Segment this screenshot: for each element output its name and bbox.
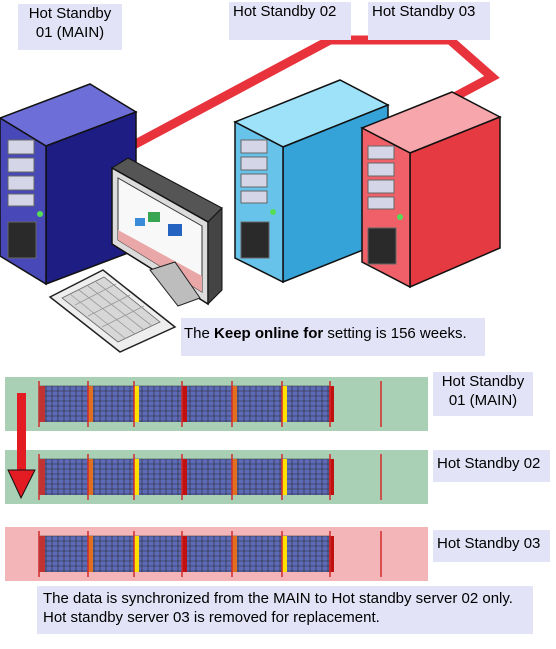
row-label-main: Hot Standby 01 (MAIN) [433,372,533,416]
server-main-label: Hot Standby 01 (MAIN) [18,4,122,50]
period-marker [282,536,287,572]
retention-caption: The Keep online for setting is 156 weeks… [181,318,485,356]
period-marker [232,536,237,572]
period-marker [329,386,334,422]
sync-note: The data is synchronized from the MAIN t… [37,586,533,634]
period-marker [182,536,187,572]
period-marker [40,386,45,422]
period-marker [182,459,187,495]
period-marker [88,536,93,572]
keyboard [48,269,177,353]
period-marker [282,459,287,495]
period-marker [182,386,187,422]
period-marker [134,386,139,422]
period-marker [232,386,237,422]
period-marker [40,536,45,572]
network-cable [112,35,500,159]
period-marker [88,386,93,422]
caption-prefix: The [184,325,215,342]
period-marker [232,459,237,495]
period-marker [329,536,334,572]
period-marker [134,536,139,572]
caption-suffix: setting is 156 weeks. [323,325,467,342]
server-03-label: Hot Standby 03 [368,2,490,40]
monitor [111,157,223,307]
sync-arrow [7,393,36,500]
period-marker [40,459,45,495]
period-marker [134,459,139,495]
period-marker [282,386,287,422]
period-marker [329,459,334,495]
row-label-03: Hot Standby 03 [433,530,550,562]
caption-setting-name: Keep online for [214,325,324,342]
server-02-label: Hot Standby 02 [229,2,351,40]
row-label-02: Hot Standby 02 [433,450,550,482]
period-marker [88,459,93,495]
server-03 [360,91,502,289]
timeline-bands [5,377,428,581]
